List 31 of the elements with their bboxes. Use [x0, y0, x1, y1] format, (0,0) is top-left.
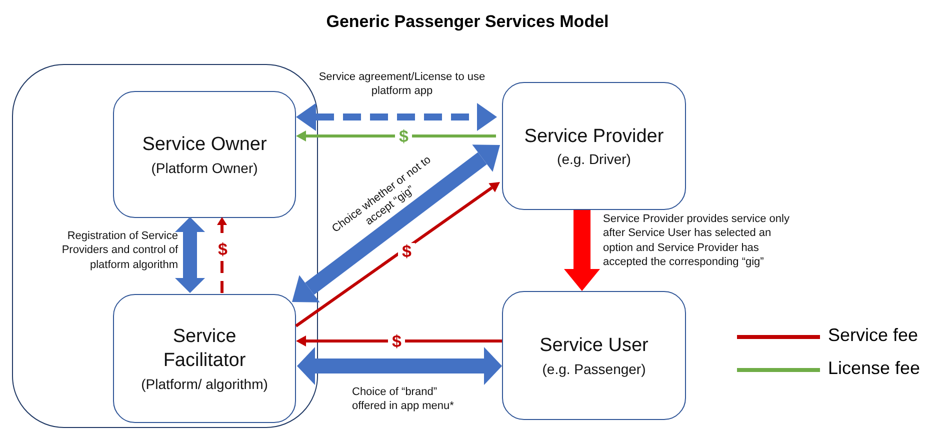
node-subtitle: (e.g. Passenger): [542, 360, 646, 377]
arrow: [296, 130, 496, 142]
edge-label: Choice of “brand” offered in app menu*: [352, 385, 455, 414]
entity-box: [113, 294, 296, 423]
edge-label: Registration of Service Providers and control of platform algorithm: [60, 229, 178, 272]
group-container: [12, 64, 318, 428]
node-title: Service Owner: [142, 133, 267, 157]
arrow: [564, 210, 600, 291]
arrow: [295, 182, 500, 328]
node-subtitle: (Platform/ algorithm): [141, 376, 268, 392]
double-arrow: [175, 217, 205, 293]
node-subtitle: (e.g. Driver): [557, 151, 631, 168]
arrow: [296, 336, 502, 346]
edge-label: Service Provider provides service only after Service User has selected an option and Service Provider has accepted the corresponding “gig”: [603, 212, 790, 270]
double-arrow: [292, 144, 500, 302]
entity-box: [113, 91, 296, 218]
entity-box: [502, 82, 686, 210]
double-arrow: [296, 103, 497, 131]
legend-text: Service fee: [828, 325, 918, 346]
legend-text: License fee: [828, 358, 920, 379]
node-title: Service Provider: [524, 124, 664, 148]
fee-symbol: $: [388, 333, 406, 350]
node-title: Service Facilitator: [162, 325, 247, 373]
entity-box: [502, 291, 686, 420]
diagram-title: Generic Passenger Services Model: [325, 12, 610, 32]
edge-label: Service agreement/License to use platform app: [318, 70, 486, 99]
fee-symbol: $: [395, 128, 412, 145]
double-arrow: [297, 347, 502, 385]
node-subtitle: (Platform Owner): [151, 160, 258, 176]
fee-symbol: $: [398, 243, 416, 260]
node-title: Service User: [540, 334, 648, 358]
